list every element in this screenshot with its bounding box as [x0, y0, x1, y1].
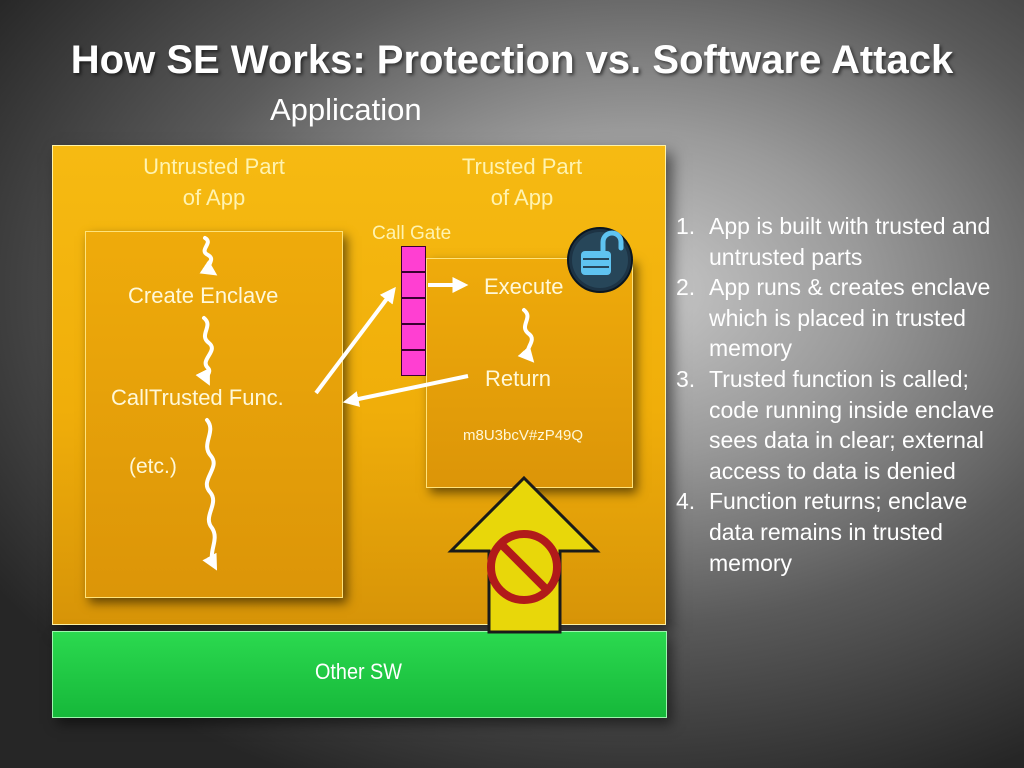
enclave-secret-data: m8U3bcV#zP49Q: [463, 427, 584, 444]
execute-label: Execute: [484, 274, 564, 299]
steps-list: 1. App is built with trusted and untruste…: [676, 211, 1011, 578]
step-text: App runs & creates enclave which is plac…: [709, 274, 991, 362]
step-number: 1.: [676, 213, 696, 239]
step-item: 4. Function returns; enclave data remains…: [676, 486, 1011, 578]
call-gate-cell: [401, 350, 426, 376]
prohibited-icon: [487, 530, 561, 604]
step-number: 4.: [676, 488, 696, 515]
other-sw-box: [52, 631, 667, 718]
other-sw-label: Other SW: [315, 659, 402, 684]
application-label: Application: [270, 92, 422, 127]
call-gate-cell: [401, 298, 426, 324]
block-arrow-icon: [447, 475, 601, 634]
etc-label: (etc.): [129, 455, 177, 478]
call-gate-cell: [401, 272, 426, 298]
straight-arrow-icon: [342, 374, 469, 407]
squiggle-arrow-icon: [202, 418, 218, 571]
call-gate-label: Call Gate: [372, 223, 452, 244]
step-text: Trusted function is called; code running…: [709, 365, 995, 484]
unlocked-padlock-icon: [567, 227, 633, 293]
step-text: Function returns; enclave data remains i…: [709, 488, 968, 576]
untrusted-header-line2: of App: [182, 185, 246, 210]
untrusted-header-line1: Untrusted Part: [143, 154, 285, 179]
call-gate-cell: [401, 246, 426, 272]
squiggle-arrow-icon: [195, 316, 214, 386]
step-text: App is built with trusted and untrusted …: [709, 213, 991, 270]
untrusted-part-header: Untrusted Part of App: [112, 151, 316, 213]
step-number: 2.: [676, 274, 696, 301]
squiggle-arrow-icon: [199, 236, 218, 276]
trusted-header-line1: Trusted Part: [461, 154, 583, 179]
call-trusted-func-label: CallTrusted Func.: [111, 385, 284, 410]
return-label: Return: [485, 366, 552, 391]
trusted-header-line2: of App: [490, 185, 554, 210]
call-gate: [401, 246, 426, 376]
step-item: 1. App is built with trusted and untruste…: [676, 211, 1011, 272]
create-enclave-label: Create Enclave: [128, 283, 279, 308]
squiggle-arrow-icon: [517, 308, 535, 363]
trusted-part-header: Trusted Part of App: [430, 151, 614, 213]
straight-arrow-icon: [314, 286, 396, 395]
call-gate-cell: [401, 324, 426, 350]
step-item: 3. Trusted function is called; code runni…: [676, 364, 1011, 486]
slide-title: How SE Works: Protection vs. Software At…: [70, 38, 954, 82]
step-number: 3.: [676, 365, 696, 392]
step-item: 2. App runs & creates enclave which is pl…: [676, 272, 1011, 364]
